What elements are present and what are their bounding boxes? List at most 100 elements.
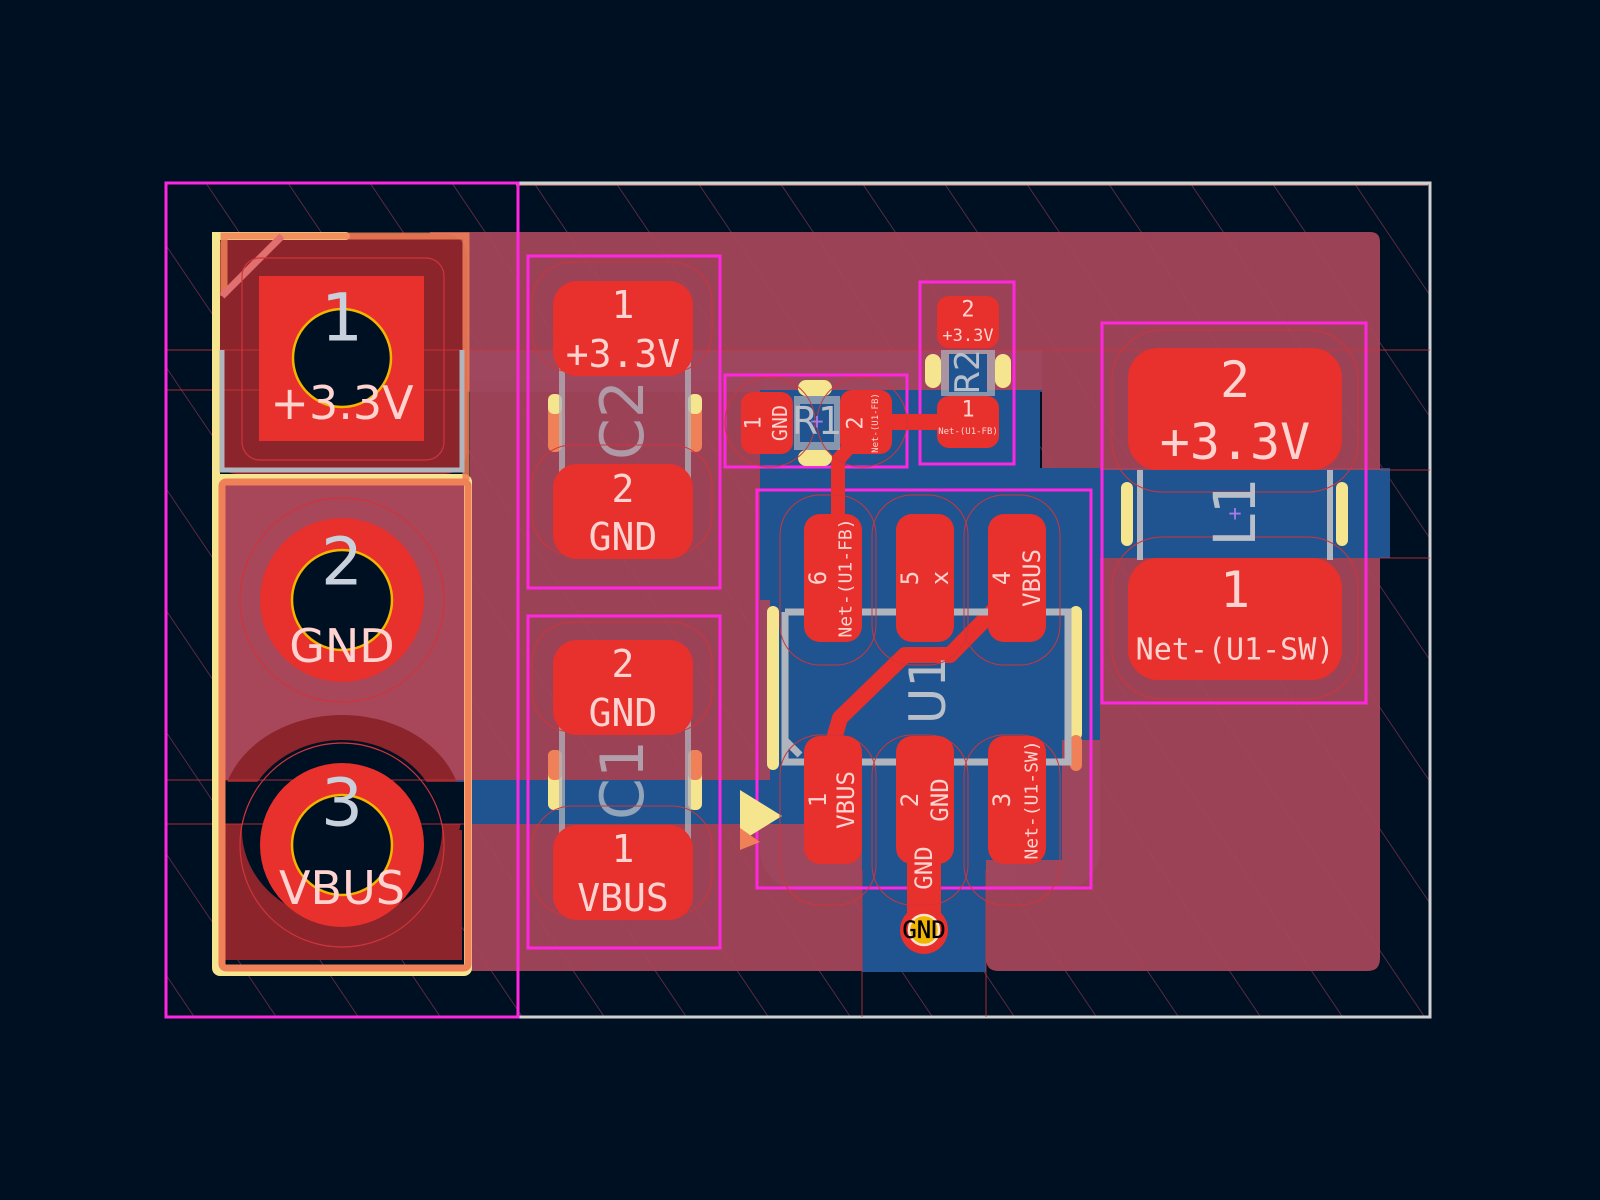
j1-pad3-drill: [290, 793, 394, 897]
c1-fab-left-top: [548, 750, 562, 780]
r1-fab-bottom: [798, 450, 832, 466]
j1-pad1-net: +3.3V: [270, 376, 414, 430]
u1-fab-right: [1070, 606, 1082, 740]
u1-pad1-net: VBUS: [832, 771, 860, 829]
u1-pad-clearances: [779, 494, 1061, 906]
c2-pad2-shape: [553, 464, 693, 559]
u1-pad2-net: GND: [926, 778, 954, 821]
u1-fab-right-bottom: [1070, 735, 1082, 771]
c2-fab-left: [548, 404, 562, 452]
j1-pad1-number: 1: [321, 280, 363, 357]
j1-silk-outline-body: [218, 478, 472, 972]
c1-pad-2[interactable]: 2 GND: [553, 640, 693, 735]
r1-pad1-shape: [741, 392, 793, 454]
r1-pad1-net: GND: [768, 405, 792, 441]
c1-courtyard: [526, 614, 722, 950]
u1-pad5-number: 5: [896, 571, 924, 585]
u1-pad2-number: 2: [896, 793, 924, 807]
back-copper-bottom-strip: [430, 780, 770, 824]
l1-reference: L1: [1201, 477, 1269, 546]
c2-pad-1[interactable]: 1 +3.3V: [553, 281, 693, 376]
j1-pad-2[interactable]: 2 GND: [260, 518, 424, 682]
u1-fab-left: [767, 606, 779, 770]
c1-fab-right-top: [688, 750, 702, 780]
resistor-r1[interactable]: 1 GND 2 Net-(U1-FB) R1 +: [724, 376, 908, 468]
c2-fab-right: [688, 404, 702, 452]
regulator-u1[interactable]: U1 6 Net-(U1-FB) 5 x 4 VBUS 1: [740, 494, 1082, 906]
u1-pad-6[interactable]: 6 Net-(U1-FB): [804, 514, 862, 642]
u1-pad4-net: VBUS: [1018, 549, 1046, 607]
r1-pad2-number: 2: [844, 416, 869, 429]
zone-mid-left: [760, 600, 770, 780]
via-net-label: GND: [902, 916, 945, 944]
c1-pad-1[interactable]: 1 VBUS: [553, 825, 693, 920]
l1-origin-marker: +: [1228, 502, 1241, 527]
j1-silk-outline-top: [220, 232, 470, 480]
c2-fab-right-top: [688, 394, 702, 414]
u1-pin1-marker-shadow: [740, 828, 760, 850]
r1-pad2-clearance: [816, 376, 908, 468]
c2-pad-2[interactable]: 2 GND: [553, 464, 693, 559]
u1-pad-4[interactable]: 4 VBUS: [988, 514, 1046, 642]
r2-pad-2[interactable]: 2 +3.3V: [937, 296, 999, 348]
j1-pad2-clearance: [239, 497, 445, 703]
u1-pad-2[interactable]: 2 GND: [896, 736, 954, 864]
r2-pad2-net: +3.3V: [942, 326, 993, 346]
j1-pad2-net: GND: [289, 619, 394, 673]
j1-silk-left: [219, 350, 465, 473]
c1-pad1-number: 1: [612, 827, 635, 871]
connector-j1[interactable]: 1 +3.3V 2 GND 3 VBUS: [212, 232, 472, 976]
j1-courtyard: [164, 181, 520, 1019]
l1-fab-right: [1336, 482, 1348, 546]
j1-pad2-drill: [290, 548, 394, 652]
courtyards: [164, 181, 1368, 1019]
l1-pad-2[interactable]: 2 +3.3V: [1128, 348, 1342, 471]
u1-pad-3[interactable]: 3 Net-(U1-SW): [988, 736, 1046, 864]
r1-pad1-number: 1: [742, 416, 767, 429]
u1-pad4-shape: [988, 514, 1046, 642]
r1-pad-2[interactable]: 2 Net-(U1-FB): [840, 390, 892, 454]
track-vbus-u1[interactable]: [820, 592, 1012, 768]
c1-pad2-number: 2: [612, 642, 635, 686]
r2-pad-1[interactable]: 1 Net-(U1-FB): [937, 396, 999, 448]
j1-pad-1[interactable]: 1 +3.3V: [259, 276, 424, 441]
r2-fab-right: [995, 354, 1011, 388]
j1-pad2-number: 2: [321, 524, 363, 601]
j1-pad-3[interactable]: 3 VBUS: [260, 763, 424, 927]
l1-pad1-net: Net-(U1-SW): [1136, 633, 1335, 668]
l1-pad2-clearance: [1111, 329, 1359, 493]
l1-pad-1[interactable]: 1 Net-(U1-SW): [1128, 558, 1342, 680]
u1-pad3-net: Net-(U1-SW): [1022, 740, 1043, 859]
r2-reference: R2: [948, 349, 988, 394]
c1-pad1-shape: [553, 825, 693, 920]
c2-pad2-net: GND: [589, 515, 658, 559]
u1-pad3-number: 3: [988, 793, 1016, 807]
c2-pad2-number: 2: [612, 467, 635, 511]
l1-pad1-number: 1: [1220, 561, 1250, 619]
u1-pad-5[interactable]: 5 x: [896, 514, 954, 642]
resistor-r2[interactable]: 2 +3.3V 1 Net-(U1-FB) R2: [925, 296, 1011, 448]
c2-pad1-number: 1: [612, 283, 635, 327]
u1-pad6-net: Net-(U1-FB): [836, 518, 857, 637]
u1-pad6-shape: [804, 514, 862, 642]
u1-pad3-shape: [988, 736, 1046, 864]
gnd-via[interactable]: GND: [900, 906, 948, 954]
inductor-l1[interactable]: 2 +3.3V 1 Net-(U1-SW) L1 +: [1111, 329, 1359, 700]
r1-pad-1[interactable]: 1 GND: [741, 392, 793, 454]
r2-body-inner: [949, 354, 987, 392]
r1-pad1-clearance: [724, 376, 816, 468]
u1-pad-1[interactable]: 1 VBUS: [804, 736, 862, 864]
capacitor-c1[interactable]: C1 2 GND 1 VBUS: [531, 621, 713, 920]
c2-reference: C2: [588, 380, 658, 460]
l1-pad2-net: +3.3V: [1160, 413, 1311, 471]
j1-pad3-net: VBUS: [279, 861, 405, 915]
r1-fab-top: [798, 380, 832, 396]
capacitor-c2[interactable]: C2 1 +3.3V 2 GND: [531, 261, 713, 559]
r2-fab-left: [925, 354, 941, 388]
c1-pad2-net: GND: [589, 691, 658, 735]
c2-fab-left-top: [548, 394, 562, 414]
r1-pad2-net: Net-(U1-FB): [871, 393, 881, 453]
gnd-track-label: GND: [910, 846, 938, 889]
r1-origin-marker: +: [810, 410, 823, 435]
